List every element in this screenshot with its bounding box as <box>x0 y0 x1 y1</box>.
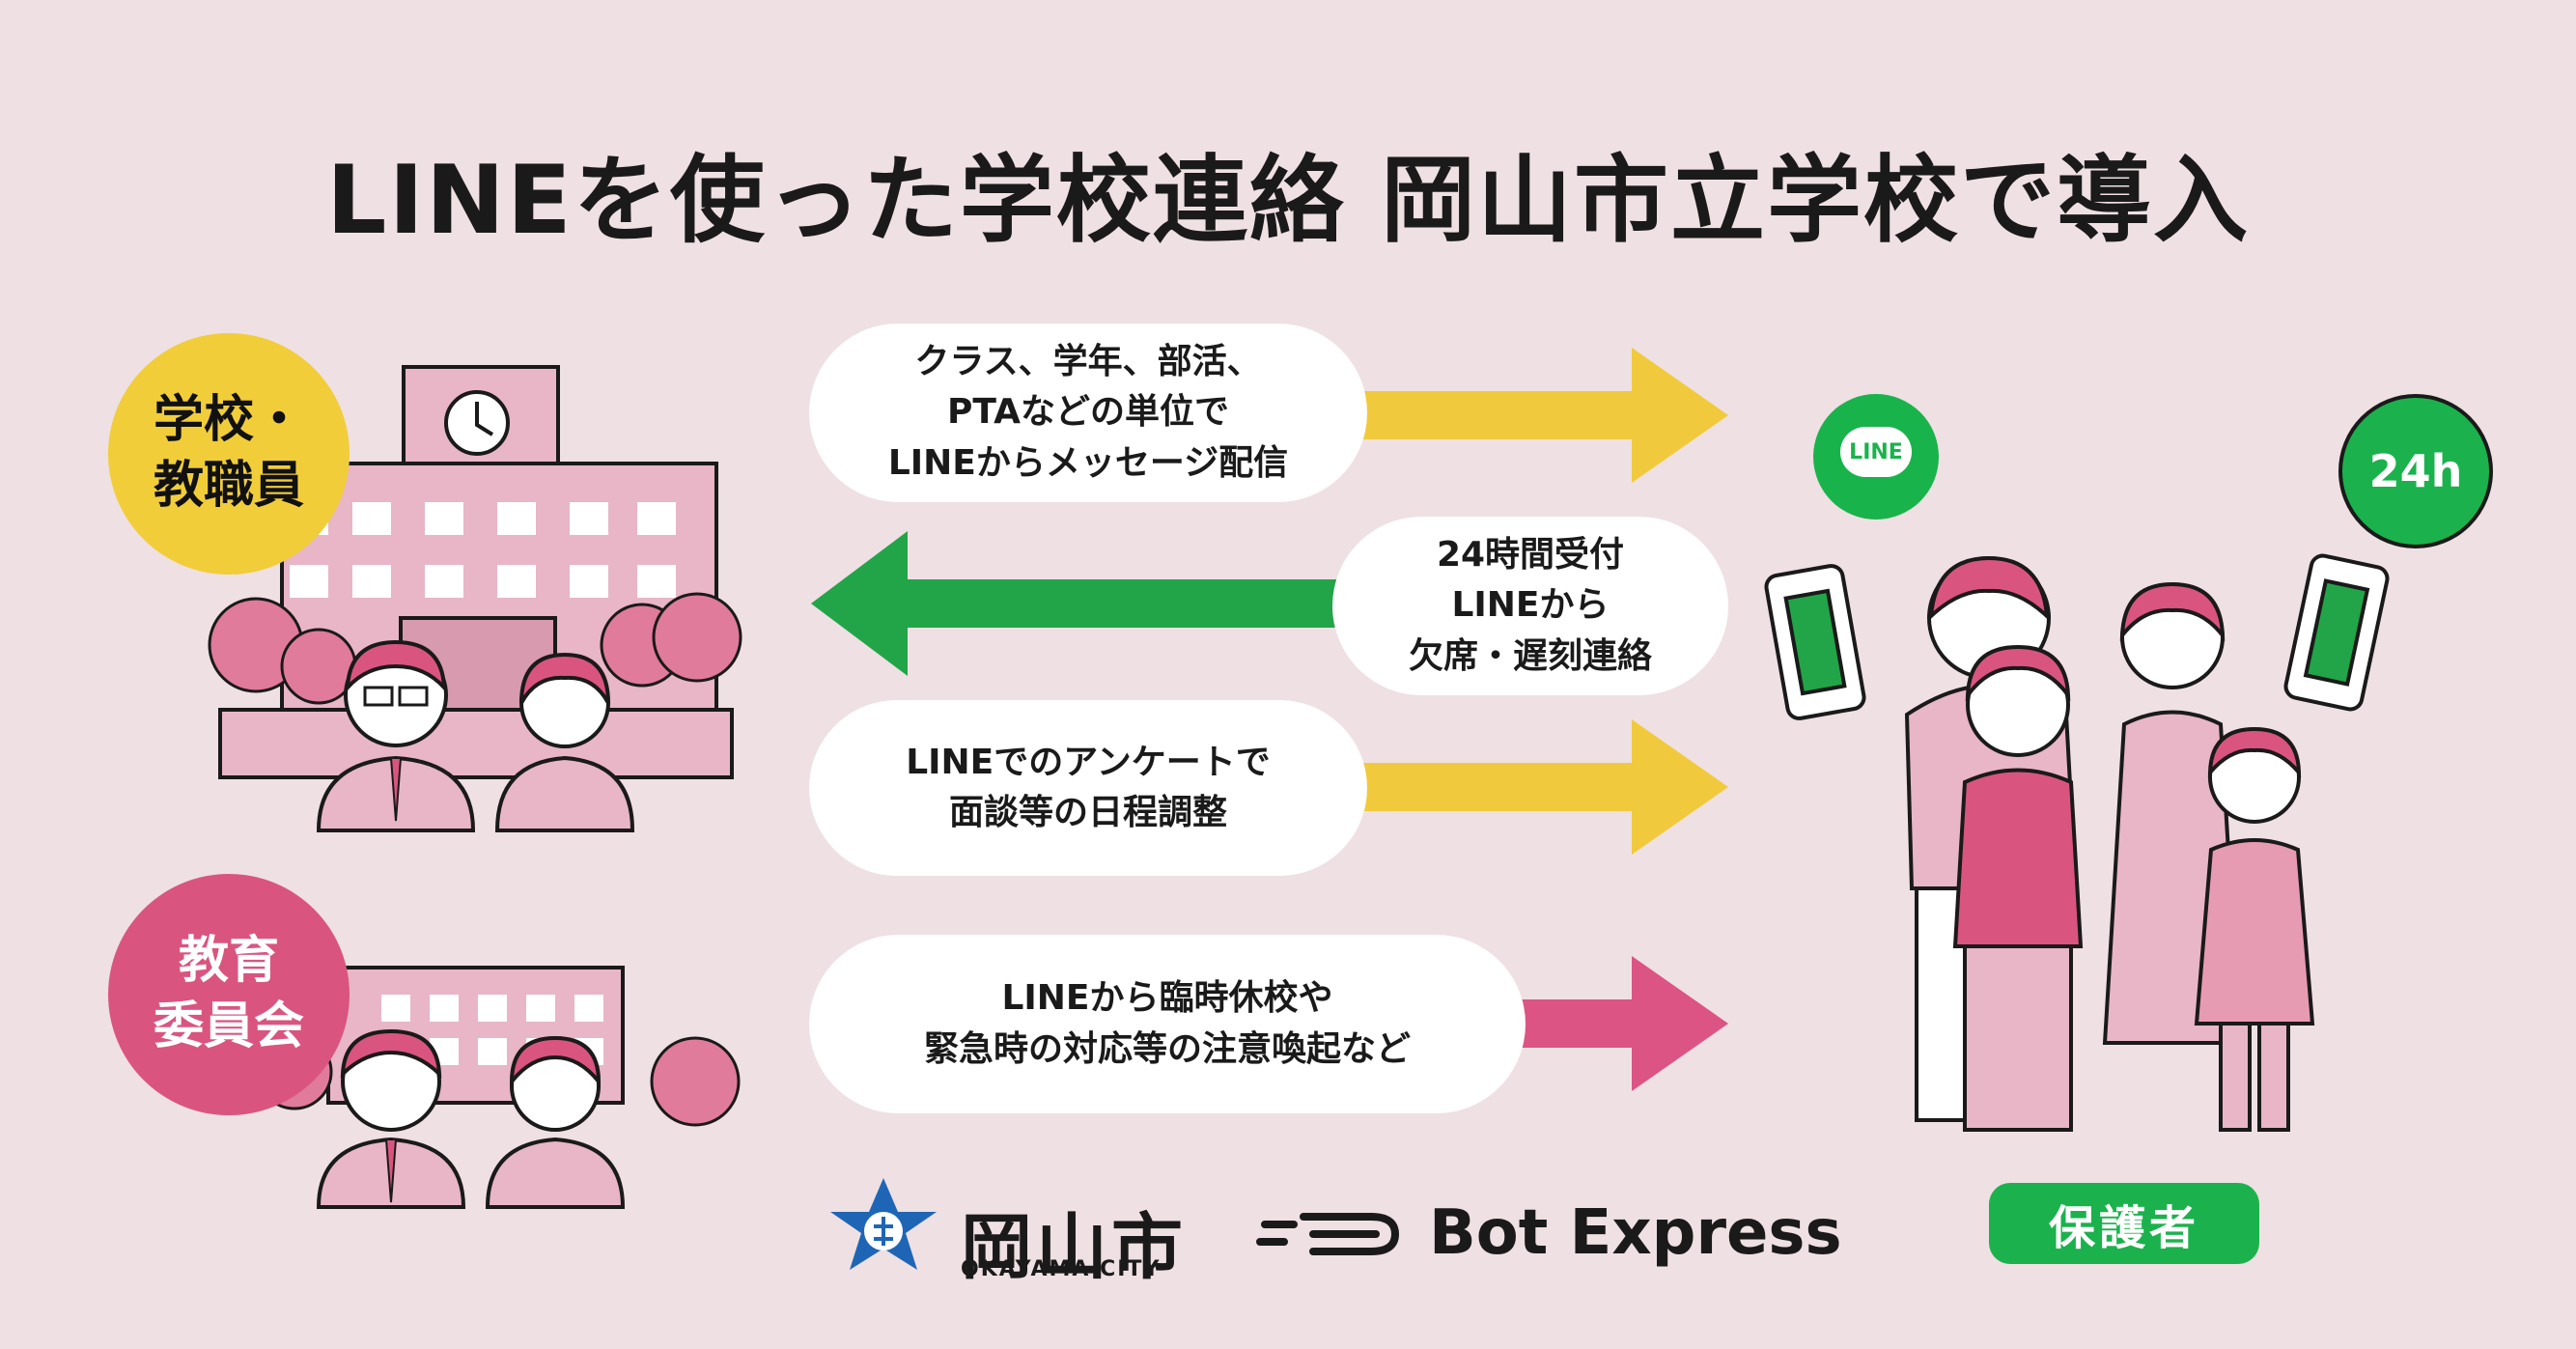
bot-express-mark-icon <box>1256 1213 1400 1255</box>
pill4-line2: 緊急時の対応等の注意喚起など <box>923 1028 1411 1069</box>
arrow-right-1 <box>1361 348 1728 483</box>
family-illustration <box>1764 553 2390 1132</box>
pill3-line1: LINEでのアンケートで <box>906 742 1271 782</box>
arrow-left-2 <box>811 531 1352 676</box>
page-title: LINEを使った学校連絡 岡山市立学校で導入 <box>326 146 2250 256</box>
pill2-line1: 24時間受付 <box>1436 535 1625 576</box>
board-badge-line2: 委員会 <box>153 998 304 1055</box>
pill1-line2: PTAなどの単位で <box>946 392 1229 433</box>
board-badge-line1: 教育 <box>178 932 279 991</box>
arrow-right-3 <box>1361 719 1728 855</box>
pill2-line3: 欠席・遅刻連絡 <box>1408 635 1652 676</box>
absence-report-pill: 24時間受付 LINEから 欠席・遅刻連絡 <box>1332 517 1728 695</box>
okayama-emblem-icon <box>830 1178 937 1270</box>
message-broadcast-pill: クラス、学年、部活、 PTAなどの単位で LINEからメッセージ配信 <box>809 323 1367 502</box>
school-illustration <box>208 365 742 1209</box>
arrow-right-4 <box>1521 956 1728 1091</box>
survey-scheduling-pill: LINEでのアンケートで 面談等の日程調整 <box>809 700 1367 876</box>
school-badge-line1: 学校・ <box>153 391 304 450</box>
okayama-city-english: OKAYAMA CITY <box>961 1257 1162 1281</box>
bot-express-name: Bot Express <box>1429 1197 1842 1269</box>
pill4-line1: LINEから臨時休校や <box>1001 978 1333 1019</box>
24h-bubble: 24h <box>2338 394 2493 548</box>
board-of-education-badge: 教育 委員会 <box>108 874 350 1115</box>
okayama-city-name: 岡山市 <box>961 1206 1187 1289</box>
school-staff-badge: 学校・ 教職員 <box>108 333 350 575</box>
pill3-line2: 面談等の日程調整 <box>948 793 1227 832</box>
pill2-line2: LINEから <box>1451 585 1610 626</box>
guardian-label: 保護者 <box>1989 1183 2259 1264</box>
emergency-alert-pill: LINEから臨時休校や 緊急時の対応等の注意喚起など <box>809 935 1526 1113</box>
pill1-line3: LINEからメッセージ配信 <box>887 442 1289 483</box>
line-logo-text: LINE <box>1840 427 1912 477</box>
line-logo-icon: LINE <box>1813 394 1939 520</box>
pill1-line1: クラス、学年、部活、 <box>914 342 1262 382</box>
school-badge-line2: 教職員 <box>153 457 304 515</box>
